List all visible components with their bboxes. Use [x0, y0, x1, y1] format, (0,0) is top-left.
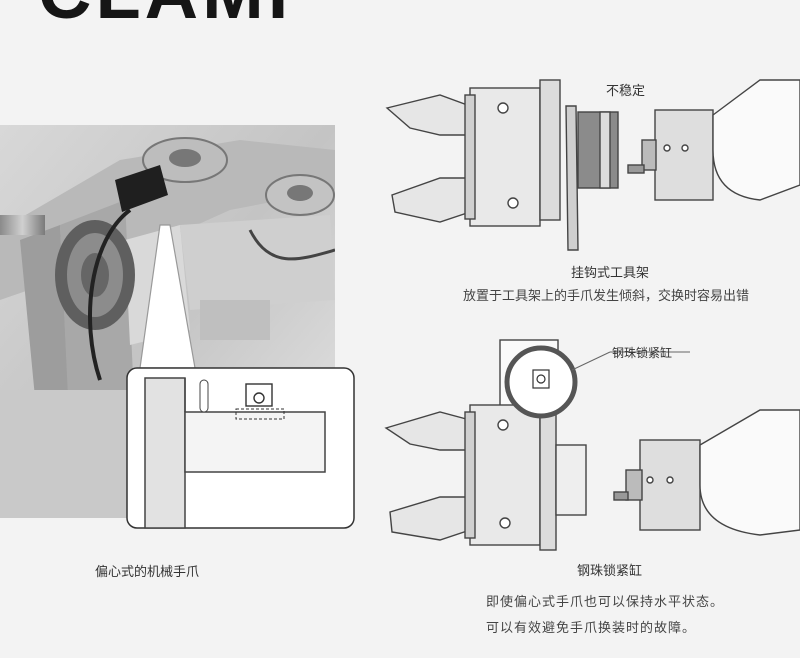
hook-rack-description: 放置于工具架上的手爪发生倾斜，交换时容易出错: [463, 289, 750, 304]
ball-lock-diagram: [384, 339, 800, 551]
brand-logo-text: CLAMP: [38, 0, 321, 30]
ball-lock-description-line1: 即使偏心式手爪也可以保持水平状态。: [486, 595, 725, 610]
hook-rack-title: 挂钩式工具架: [571, 266, 650, 281]
ball-lock-title: 钢珠锁紧缸: [577, 564, 643, 579]
ball-lock-callout-label: 钢珠锁紧缸: [612, 346, 673, 360]
unstable-label: 不稳定: [606, 84, 646, 99]
ball-lock-description-line2: 可以有效避免手爪换装时的故障。: [486, 621, 697, 636]
hook-rack-diagram: [385, 79, 800, 251]
photo-caption: 偏心式的机械手爪: [95, 565, 200, 580]
inset-detail-box: [126, 367, 355, 529]
